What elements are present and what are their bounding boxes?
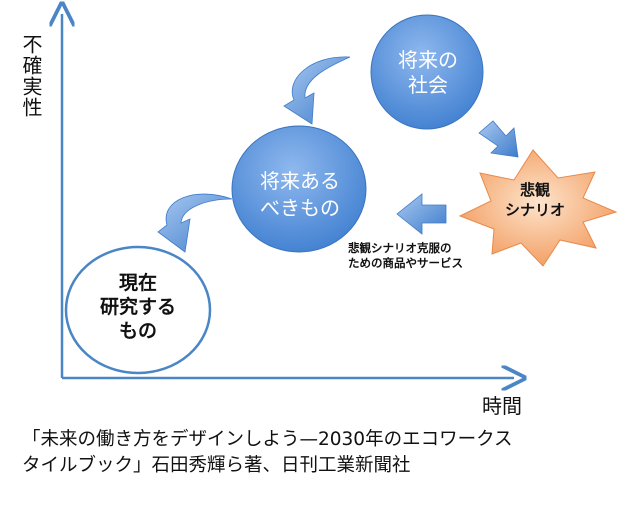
ideal-future-bubble (231, 125, 367, 253)
current-research-bubble (64, 245, 212, 375)
curved-arrow-research-to-ideal (157, 193, 233, 253)
x-axis-label: 時間 (482, 394, 522, 418)
y-axis-label: 不確実性 (19, 34, 43, 118)
future-society-label: 将来の 社会 (398, 48, 458, 97)
pessimistic-scenario-starburst (458, 149, 618, 267)
curved-arrow-ideal-to-future (283, 56, 351, 125)
source-caption: 「未来の働き方をデザインしよう—2030年のエコワークス タイルブック」石田秀輝… (22, 429, 513, 476)
future-society-bubble (370, 14, 484, 130)
current-research-label: 現在 研究する もの (99, 272, 176, 342)
arrow-pessimistic-to-overcome (396, 193, 447, 235)
ideal-future-label: 将来ある べきもの (260, 169, 340, 220)
pessimistic-scenario-label: 悲観 シナリオ (504, 181, 565, 219)
overcome-products-label: 悲観シナリオ克服の ための商品やサービス (348, 241, 463, 270)
arrow-future-to-pessimistic (478, 120, 519, 158)
